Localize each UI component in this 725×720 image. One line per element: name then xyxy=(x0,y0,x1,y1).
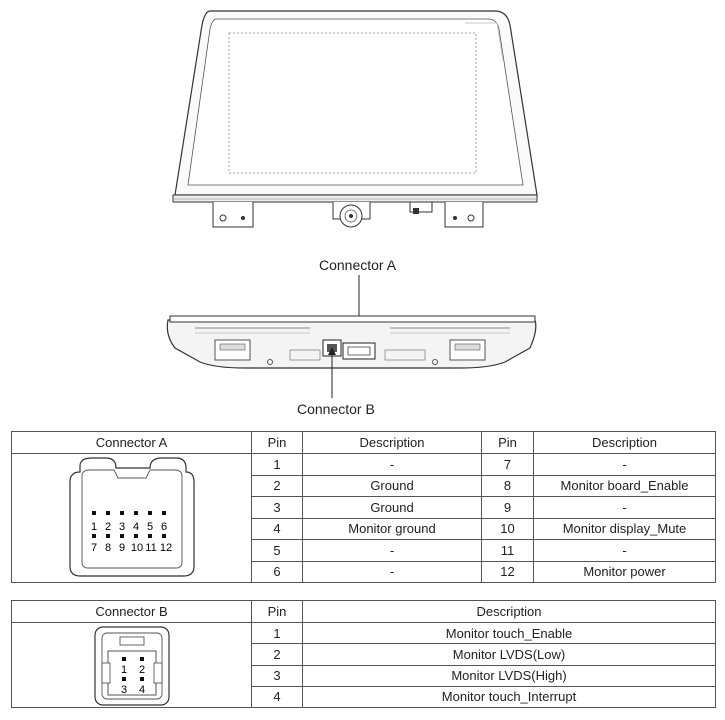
table-header-row: Connector A Pin Description Pin Descript… xyxy=(11,431,716,454)
pin-cell: 3 xyxy=(251,496,303,519)
connector-a-callout-label: Connector A xyxy=(319,257,397,273)
pin-cell: 12 xyxy=(481,560,534,583)
pin-number: 7 xyxy=(91,542,97,554)
column-header: Connector B xyxy=(11,600,252,623)
description-cell: Monitor touch_Interrupt xyxy=(302,685,716,709)
description-cell: - xyxy=(533,453,716,476)
pin-number: 4 xyxy=(139,684,145,696)
pin-cell: 1 xyxy=(251,453,303,476)
pin-cell: 2 xyxy=(251,474,303,497)
pin-number: 1 xyxy=(121,664,127,676)
table-row: 1 2 3 4 1 Monitor touch_Enable xyxy=(11,621,716,708)
pin-cell: 4 xyxy=(251,685,303,709)
pin-number: 6 xyxy=(161,521,167,533)
pin-number: 9 xyxy=(119,542,125,554)
connector-a-face-cell: 1 2 3 4 5 6 7 8 9 10 11 12 xyxy=(11,453,252,583)
pin-number: 10 xyxy=(131,542,143,554)
description-cell: Monitor LVDS(Low) xyxy=(302,643,716,666)
pin-cell: 6 xyxy=(251,560,303,583)
description-cell: Ground xyxy=(302,496,482,519)
pin-cell: 5 xyxy=(251,539,303,562)
pin-number: 11 xyxy=(145,542,156,554)
description-cell: Monitor power xyxy=(533,560,716,583)
table-row: 1 2 3 4 5 6 7 8 9 10 11 12 xyxy=(11,453,716,583)
column-header: Description xyxy=(302,600,716,623)
pin-number: 1 xyxy=(91,521,97,533)
connector-b-face-drawing: 1 2 3 4 xyxy=(94,626,170,706)
description-cell: - xyxy=(302,453,482,476)
table-row: 2 Ground 8 Monitor board_Enable xyxy=(12,474,716,497)
connector-a-pinout-table: Connector A Pin Description Pin Descript… xyxy=(11,431,716,583)
description-cell: - xyxy=(533,496,716,519)
pin-cell: 4 xyxy=(251,517,303,540)
table-row: 4 Monitor touch_Interrupt xyxy=(12,685,716,709)
column-header: Description xyxy=(533,431,716,454)
column-header: Description xyxy=(302,431,482,454)
description-cell: Monitor LVDS(High) xyxy=(302,664,716,687)
description-cell: Monitor ground xyxy=(302,517,482,540)
table-header-row: Connector B Pin Description xyxy=(11,600,716,623)
column-header: Pin xyxy=(481,431,534,454)
description-cell: - xyxy=(302,539,482,562)
description-cell: Ground xyxy=(302,474,482,497)
connector-b-pinout-table: Connector B Pin Description 1 2 3 4 xyxy=(11,600,716,709)
pin-cell: 3 xyxy=(251,664,303,687)
pin-number: 5 xyxy=(147,521,153,533)
pin-cell: 2 xyxy=(251,643,303,666)
table-row: 6 - 12 Monitor power xyxy=(12,560,716,583)
description-cell: - xyxy=(302,560,482,583)
description-cell: Monitor board_Enable xyxy=(533,474,716,497)
monitor-rear-view xyxy=(166,275,537,398)
pin-number: 8 xyxy=(105,542,111,554)
pin-cell: 10 xyxy=(481,517,534,540)
pin-cell: 11 xyxy=(481,539,534,562)
column-header: Pin xyxy=(251,431,303,454)
pin-cell: 1 xyxy=(251,621,303,645)
pin-number: 2 xyxy=(105,521,111,533)
table-row: 4 Monitor ground 10 Monitor display_Mute xyxy=(12,517,716,540)
pin-number: 4 xyxy=(133,521,139,533)
connector-a-face-drawing: 1 2 3 4 5 6 7 8 9 10 11 12 xyxy=(69,457,195,577)
description-cell: Monitor display_Mute xyxy=(533,517,716,540)
connector-b-face-cell: 1 2 3 4 xyxy=(11,622,252,708)
column-header: Connector A xyxy=(11,431,252,454)
pin-number: 12 xyxy=(160,542,172,554)
pin-number: 2 xyxy=(139,664,145,676)
column-header: Pin xyxy=(251,600,303,623)
pin-number: 3 xyxy=(121,684,127,696)
table-row: 3 Ground 9 - xyxy=(12,496,716,519)
pin-cell: 7 xyxy=(481,453,534,476)
table-row: 2 Monitor LVDS(Low) xyxy=(12,643,716,666)
monitor-front-view xyxy=(172,10,538,228)
pin-number: 3 xyxy=(119,521,125,533)
pin-cell: 8 xyxy=(481,474,534,497)
connector-b-callout-label: Connector B xyxy=(297,401,375,417)
table-row: 5 - 11 - xyxy=(12,539,716,562)
description-cell: Monitor touch_Enable xyxy=(302,621,716,645)
description-cell: - xyxy=(533,539,716,562)
pin-cell: 9 xyxy=(481,496,534,519)
